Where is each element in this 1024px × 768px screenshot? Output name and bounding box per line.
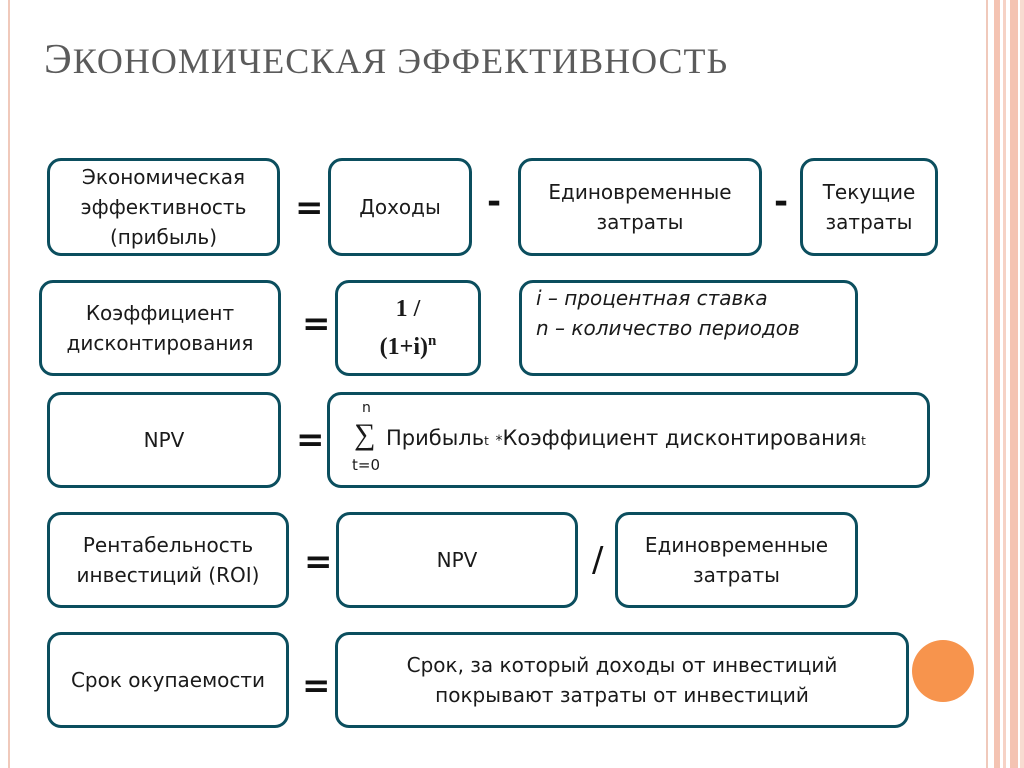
decor-stripe: [1010, 0, 1018, 768]
sum-lower-limit: t=0: [352, 456, 380, 474]
npv-value-box: NPV: [336, 512, 578, 608]
legend-box: i – процентная ставка n – количество пер…: [519, 280, 858, 376]
box-label: Срок, за который доходы от инвестиций по…: [406, 653, 838, 707]
slide-frame: [8, 0, 988, 768]
title-rest: КОНОМИЧЕСКАЯ ЭФФЕКТИВНОСТЬ: [72, 41, 729, 81]
economic-efficiency-box: Экономическая эффективность (прибыль): [47, 158, 280, 256]
equals-sign: =: [295, 188, 324, 228]
one-time-costs-box: Единовременные затраты: [518, 158, 762, 256]
slide-title: ЭКОНОМИЧЕСКАЯ ЭФФЕКТИВНОСТЬ: [44, 36, 728, 84]
formula-line2: (1+i)n: [379, 333, 437, 360]
box-label: Коэффициент дисконтирования: [66, 301, 254, 355]
one-time-costs-box: Единовременные затраты: [615, 512, 858, 608]
npv-formula-box: [327, 392, 930, 488]
decor-stripe: [1020, 0, 1024, 768]
box-label: Срок окупаемости: [70, 668, 266, 692]
subscript-t: t: [861, 434, 866, 448]
box-label: Экономическая эффективность (прибыль): [80, 165, 247, 249]
decor-stripe: [1003, 0, 1006, 768]
equals-sign: =: [304, 542, 333, 582]
legend-periods: n – количество периодов: [536, 316, 800, 340]
equals-sign: =: [302, 666, 331, 706]
subscript-t: t: [484, 434, 489, 448]
box-label: Текущие затраты: [822, 180, 916, 234]
sum-terms: Прибыльt *Коэффициент дисконтированияt: [386, 426, 866, 450]
box-label: Рентабельность инвестиций (ROI): [76, 533, 260, 587]
divide-sign: /: [592, 540, 604, 580]
current-costs-box: Текущие затраты: [800, 158, 938, 256]
income-box: Доходы: [328, 158, 472, 256]
decor-circle: [912, 640, 974, 702]
payback-definition-box: Срок, за который доходы от инвестиций по…: [335, 632, 909, 728]
payback-period-box: Срок окупаемости: [47, 632, 289, 728]
box-label: Единовременные затраты: [548, 180, 732, 234]
title-initial: Э: [44, 37, 73, 83]
legend-rate: i – процентная ставка: [536, 286, 768, 310]
equals-sign: =: [302, 304, 331, 344]
box-label: Единовременные затраты: [644, 533, 829, 587]
discount-factor-box: Коэффициент дисконтирования: [39, 280, 281, 376]
sum-upper-limit: n: [362, 400, 371, 416]
npv-box: NPV: [47, 392, 281, 488]
sum-symbol: ∑: [354, 418, 376, 451]
box-label: Доходы: [359, 195, 441, 219]
term-profit: Прибыль: [386, 426, 485, 450]
discount-formula-box: 1 / (1+i)n: [335, 280, 481, 376]
term-discount-factor: Коэффициент дисконтирования: [502, 426, 862, 450]
box-label: NPV: [143, 428, 185, 452]
equals-sign: =: [296, 420, 325, 460]
multiply-sign: *: [495, 433, 503, 449]
box-label: NPV: [436, 548, 478, 572]
formula-line1: 1 /: [395, 296, 421, 322]
decor-stripe: [994, 0, 1000, 768]
minus-sign: -: [487, 182, 502, 222]
minus-sign: -: [774, 182, 789, 222]
roi-box: Рентабельность инвестиций (ROI): [47, 512, 289, 608]
